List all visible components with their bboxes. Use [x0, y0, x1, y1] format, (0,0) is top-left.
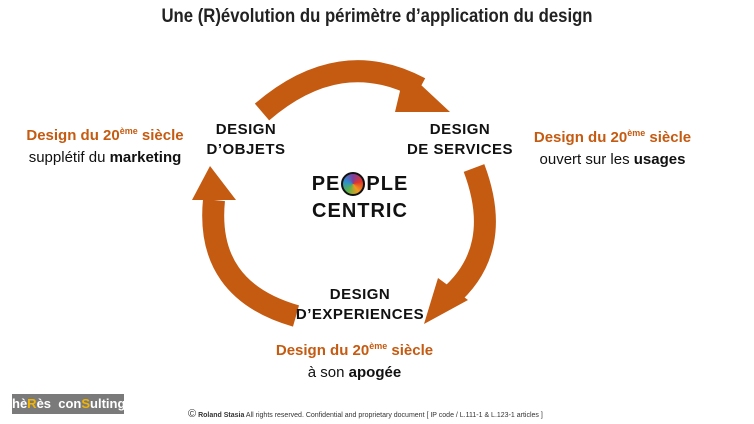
caption-head: Design du 20 — [533, 129, 628, 146]
caption-tail: siècle — [645, 129, 692, 146]
caption-services: Design du 20ème siècle ouvert sur les us… — [520, 122, 705, 171]
arrowhead-top — [395, 70, 450, 112]
node-line: D’EXPERIENCES — [295, 306, 425, 323]
arrow-top — [254, 60, 426, 121]
pc-text: PLE — [366, 172, 409, 195]
people-centric: PE PLE CENTRIC — [300, 172, 420, 223]
node-line: DESIGN — [215, 121, 277, 138]
arrow-left — [202, 198, 300, 327]
caption-tail: siècle — [387, 342, 434, 359]
caption-sub: ouvert sur les — [539, 151, 634, 168]
caption-sub-bold: apogée — [348, 364, 402, 381]
caption-sub: supplétif du — [28, 149, 110, 166]
arrowhead-left — [192, 166, 236, 200]
caption-head: Design du 20 — [26, 127, 120, 144]
caption-experiences: Design du 20ème siècle à son apogée — [262, 335, 447, 384]
caption-head: Design du 20 — [275, 342, 370, 359]
node-line: D’OBJETS — [206, 141, 286, 158]
node-design-services: DESIGN DE SERVICES — [400, 120, 520, 160]
arrowhead-right — [424, 278, 468, 324]
copyright-icon: © — [188, 408, 197, 420]
caption-sub-bold: usages — [633, 151, 686, 168]
copyright-footer: © Roland Stasia All rights reserved. Con… — [188, 408, 543, 420]
node-line: DESIGN — [329, 286, 391, 303]
pc-text: PE — [311, 172, 341, 195]
caption-sup: ème — [369, 341, 388, 351]
pc-text: CENTRIC — [312, 200, 408, 222]
caption-tail: siècle — [137, 127, 184, 144]
node-line: DESIGN — [429, 121, 491, 138]
people-circle-icon — [341, 172, 366, 196]
caption-sub: à son — [307, 364, 349, 381]
node-line: DE SERVICES — [406, 141, 514, 158]
arrow-right — [440, 164, 496, 307]
node-design-experiences: DESIGN D’EXPERIENCES — [290, 285, 430, 325]
heres-consulting-logo: hèRès conSulting — [12, 394, 125, 414]
footer-author: Roland Stasia — [198, 412, 245, 419]
caption-sup: ème — [627, 128, 646, 138]
caption-sup: ème — [119, 126, 138, 136]
node-design-objets: DESIGN D’OBJETS — [196, 120, 296, 160]
footer-text: All rights reserved. Confidential and pr… — [244, 412, 543, 419]
slide-title: Une (R)évolution du périmètre d’applicat… — [161, 6, 593, 27]
caption-sub-bold: marketing — [109, 149, 182, 166]
caption-objets: Design du 20ème siècle supplétif du mark… — [10, 120, 200, 169]
